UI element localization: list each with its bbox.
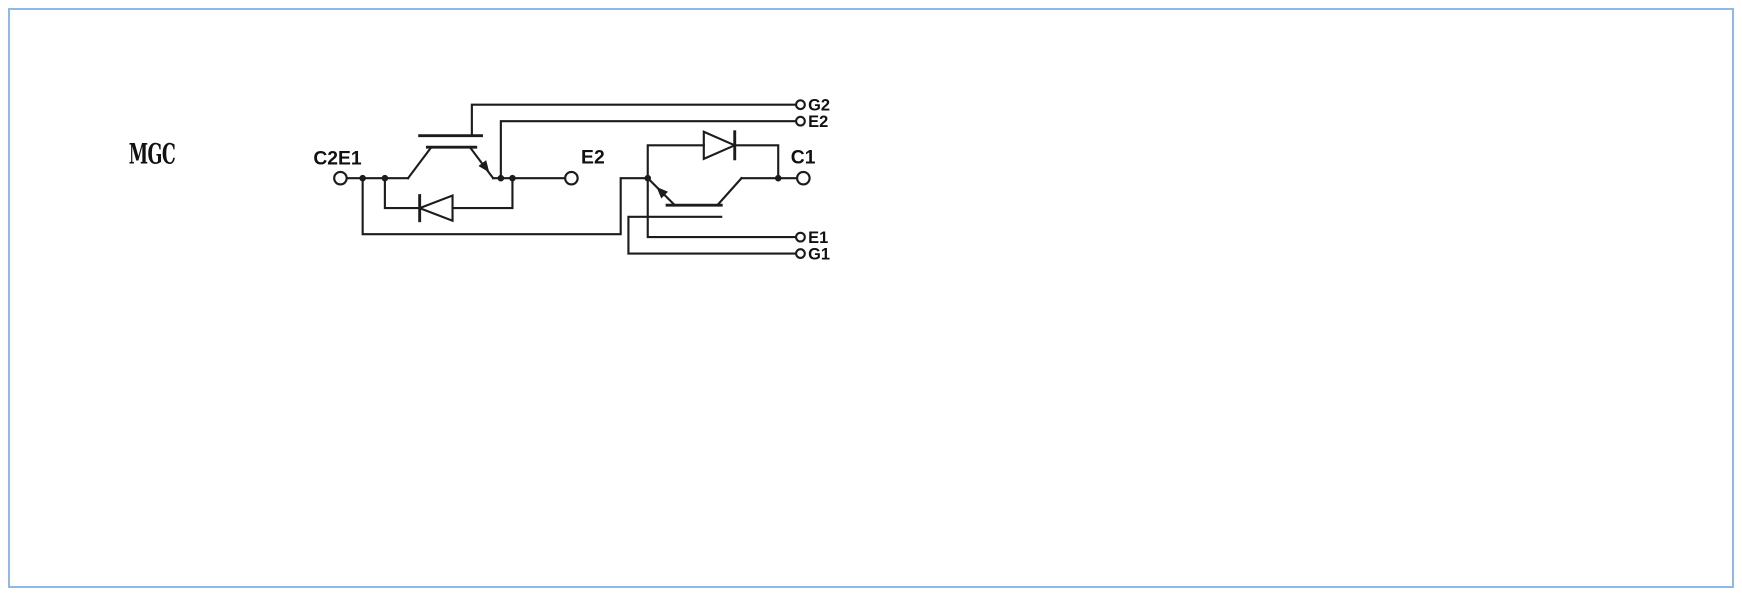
terminal-label-g2: G2 bbox=[808, 97, 830, 115]
terminal-label-e2-aux: E2 bbox=[808, 113, 828, 131]
terminal-label-c2e1: C2E1 bbox=[313, 149, 362, 170]
module-label: MGC bbox=[129, 138, 175, 171]
circuit-wires bbox=[346, 103, 798, 255]
terminal-e2-aux-circle bbox=[795, 115, 806, 127]
terminal-g1-circle bbox=[795, 248, 806, 259]
emitter-arrow-q1 bbox=[656, 186, 669, 199]
terminal-label-c1: C1 bbox=[791, 148, 816, 169]
terminal-label-e1: E1 bbox=[808, 229, 828, 247]
terminal-label-e2-main: E2 bbox=[581, 148, 605, 169]
terminal-g2-circle bbox=[795, 99, 806, 111]
terminal-e1-circle bbox=[795, 231, 806, 243]
diode-d2-symbol bbox=[416, 194, 454, 223]
terminal-c2e1-circle bbox=[333, 170, 348, 186]
igbt-q1-symbol bbox=[646, 176, 743, 207]
terminal-label-g1: G1 bbox=[808, 245, 830, 263]
terminal-c1-circle bbox=[796, 170, 811, 186]
junction-dots bbox=[359, 174, 782, 182]
circuit-schematic: MGC bbox=[129, 97, 830, 264]
diode-d1-symbol bbox=[702, 130, 738, 161]
page-frame: MGC bbox=[8, 8, 1734, 588]
igbt-q2-symbol bbox=[406, 134, 495, 180]
terminal-e2-circle bbox=[564, 170, 579, 186]
emitter-arrow-q2 bbox=[478, 160, 490, 173]
